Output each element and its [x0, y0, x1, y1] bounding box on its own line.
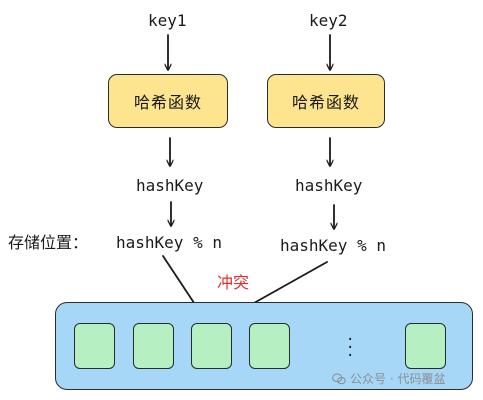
hash-function-label: 哈希函数: [291, 93, 360, 112]
array-cell: [74, 323, 115, 369]
wechat-icon: [332, 372, 346, 384]
modulo-expression-2: hashKey % n: [280, 236, 386, 255]
storage-position-prefix: 存储位置：: [8, 233, 89, 252]
array-cell: [133, 323, 174, 369]
array-cell-collision: [191, 323, 232, 369]
array-cell-last: [405, 323, 446, 369]
conflict-label: 冲突: [217, 273, 250, 292]
hashkey-label-2: hashKey: [295, 176, 363, 195]
array-ellipsis: · · ·: [346, 332, 355, 364]
hashkey-label-1: hashKey: [136, 176, 204, 195]
hash-function-box-2: 哈希函数: [267, 74, 385, 128]
key1-label: key1: [148, 11, 187, 30]
key2-label: key2: [309, 11, 348, 30]
modulo-expression-1: hashKey % n: [116, 233, 222, 252]
hash-function-label: 哈希函数: [133, 93, 202, 112]
watermark: 公众号 · 代码覆盆: [332, 370, 445, 387]
hash-function-box-1: 哈希函数: [108, 74, 228, 128]
watermark-text: 公众号 · 代码覆盆: [350, 372, 446, 386]
array-cell: [249, 323, 290, 369]
